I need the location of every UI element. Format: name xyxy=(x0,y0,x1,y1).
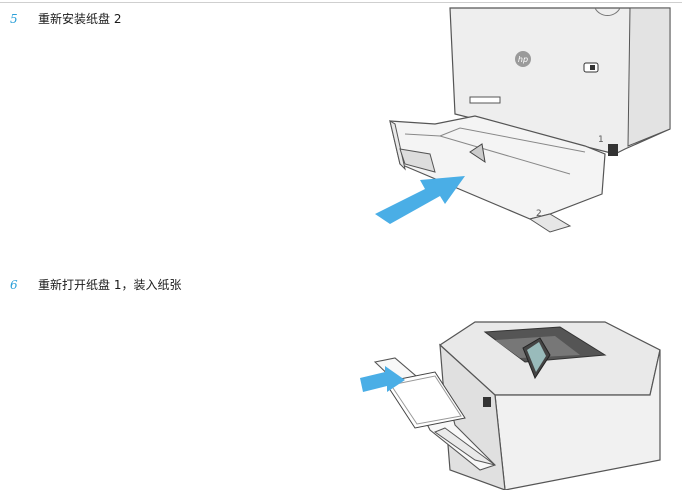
step-number: 5 xyxy=(10,12,18,26)
body-label: 1 xyxy=(598,135,604,145)
step-6: 6 重新打开纸盘 1，装入纸张 xyxy=(10,276,181,293)
step-number: 6 xyxy=(10,278,18,292)
step-text: 重新打开纸盘 1，装入纸张 xyxy=(38,278,182,292)
top-rule xyxy=(0,2,682,3)
step-text: 重新安装纸盘 2 xyxy=(38,12,122,26)
step-5: 5 重新安装纸盘 2 xyxy=(10,10,121,27)
svg-text:hp: hp xyxy=(518,55,528,64)
insert-arrow-icon xyxy=(375,176,465,224)
tray-2-insert-illustration: hp 1 2 xyxy=(375,7,671,233)
tray-label: 2 xyxy=(536,209,542,219)
tray-1-load-paper-illustration xyxy=(360,321,661,490)
load-paper-arrow-icon xyxy=(360,366,405,392)
